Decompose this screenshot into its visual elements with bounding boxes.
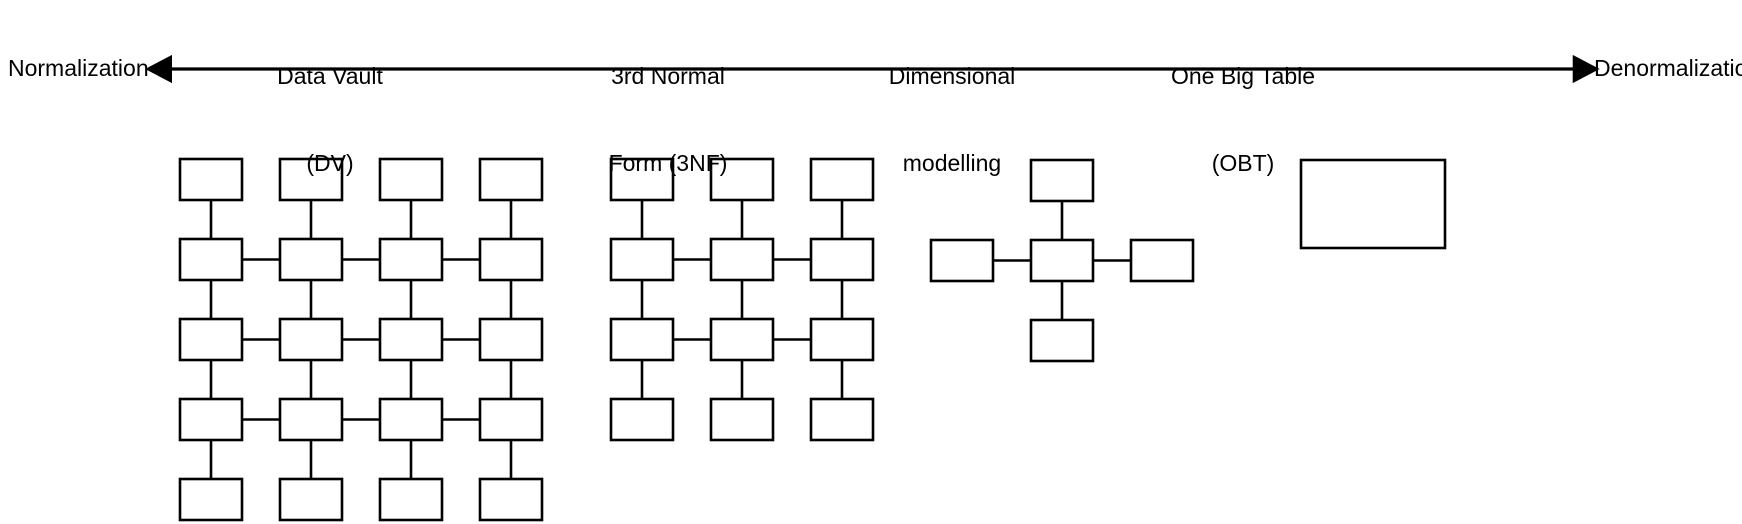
dimension-box-right [1129, 238, 1195, 283]
data-vault-box [278, 477, 344, 522]
data-vault-box [478, 237, 544, 282]
third-normal-form-box [709, 317, 775, 362]
data-vault-box [278, 237, 344, 282]
stage-label-line2: (OBT) [1211, 150, 1275, 176]
data-vault-box [378, 317, 444, 362]
one-big-table-diagram [1299, 158, 1447, 250]
dimension-box-left [929, 238, 995, 283]
third-normal-form-diagram [609, 157, 875, 442]
stage-label-one-big-table: One Big Table (OBT) [1093, 4, 1393, 236]
stage-label-line1: 3rd Normal [611, 63, 725, 89]
third-normal-form-box [809, 397, 875, 442]
dimensional-modelling-diagram [929, 158, 1195, 363]
data-vault-box [478, 397, 544, 442]
third-normal-form-box [809, 157, 875, 202]
data-vault-box [478, 157, 544, 202]
stage-label-dimensional-modelling: Dimensional modelling [802, 4, 1102, 236]
data-vault-box [178, 317, 244, 362]
third-normal-form-box [709, 237, 775, 282]
data-vault-box [378, 237, 444, 282]
dimension-box-top [1029, 158, 1095, 203]
stage-label-third-normal-form: 3rd Normal Form (3NF) [518, 4, 818, 236]
data-vault-box [478, 317, 544, 362]
data-vault-box [278, 317, 344, 362]
stage-label-line2: (DV) [306, 150, 354, 176]
one-big-table-box [1299, 158, 1447, 250]
stage-label-line2: modelling [902, 150, 1002, 176]
third-normal-form-box [609, 317, 675, 362]
stage-label-line2: Form (3NF) [608, 150, 728, 176]
data-vault-box [178, 237, 244, 282]
third-normal-form-box [609, 157, 675, 202]
data-vault-box [378, 477, 444, 522]
third-normal-form-box [609, 397, 675, 442]
stage-label-line1: One Big Table [1170, 63, 1316, 89]
axis-label-denormalization: Denormalization [1594, 55, 1742, 81]
third-normal-form-box [609, 237, 675, 282]
data-vault-box [278, 397, 344, 442]
data-vault-box [378, 157, 444, 202]
data-vault-diagram [178, 157, 544, 522]
data-vault-box [178, 397, 244, 442]
third-normal-form-box [709, 397, 775, 442]
dimension-box-bottom [1029, 318, 1095, 363]
stage-label-line1: Dimensional [888, 63, 1016, 89]
axis-label-normalization: Normalization [8, 55, 149, 81]
data-vault-box [378, 397, 444, 442]
data-vault-box [178, 157, 244, 202]
fact-box-center [1029, 238, 1095, 283]
data-vault-box [278, 157, 344, 202]
data-vault-box [478, 477, 544, 522]
third-normal-form-box [809, 237, 875, 282]
third-normal-form-box [809, 317, 875, 362]
stage-label-data-vault: Data Vault (DV) [180, 4, 480, 236]
stage-label-line1: Data Vault [277, 63, 383, 89]
third-normal-form-box [709, 157, 775, 202]
data-vault-box [178, 477, 244, 522]
